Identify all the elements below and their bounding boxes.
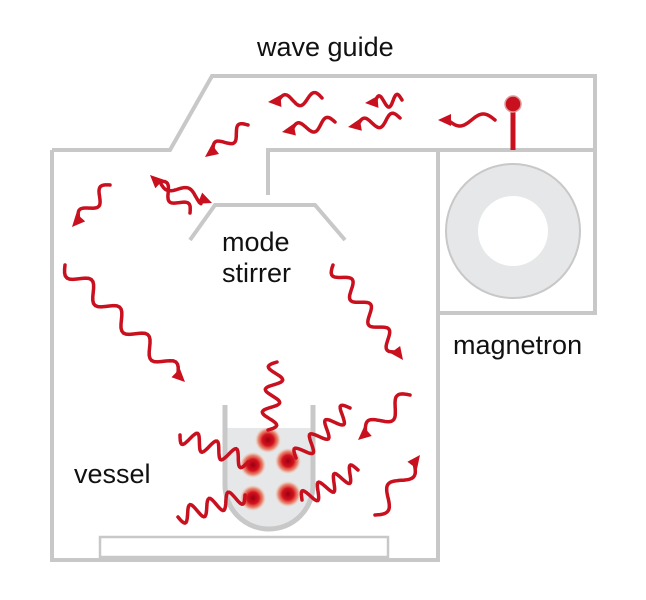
microwave-path [76,183,112,222]
microwave-path [446,112,497,128]
chamber-walls [50,150,440,562]
vessel-label: vessel [74,459,151,489]
microwave-path [260,360,285,432]
mode-stirrer [188,203,347,242]
microwave-path [292,403,352,460]
arrowhead-icon [407,455,420,469]
microwave-path [373,461,418,517]
antenna [504,95,522,150]
arrowhead-icon [390,345,403,360]
microwave-path [373,92,404,109]
arrowhead-icon [438,114,451,126]
arrowhead-icon [150,175,164,189]
microwave-path [211,121,250,153]
microwave-path [356,111,402,130]
outer-housing [52,74,597,315]
microwave-path [276,90,324,108]
arrowhead-icon [365,95,379,108]
mode-stirrer-label-line2: stirrer [222,258,291,288]
microwave-path [363,392,412,436]
apparatus-outline [50,74,597,562]
molecule-dot [240,485,266,511]
wave-guide-label: wave guide [257,32,394,62]
microwave-path [176,490,247,525]
microwaves [62,90,497,525]
arrowhead-icon [171,368,185,382]
molecule-dot [275,448,301,474]
arrowhead-icon [348,118,362,131]
arrowhead-icon [72,213,86,227]
molecule-dot [255,427,281,453]
microwave-path [299,463,360,503]
heated-molecules [240,427,301,511]
microwave-path [178,431,250,470]
microwave-path [290,115,337,134]
arrowhead-icon [205,144,220,157]
magnetron-label: magnetron [453,330,583,360]
microwave-path [155,179,192,215]
waveguide-inner-wall [266,148,595,195]
mode-stirrer-label-line1: mode [222,227,290,257]
arrowhead-icon [282,123,296,136]
turntable-plate [98,535,390,559]
microwave-path [329,263,399,354]
molecule-dot [240,452,266,478]
arrowhead-icon [197,192,212,204]
magnetron [445,163,581,299]
molecule-dot [275,481,301,507]
microwave-path [158,180,203,206]
microwave-path [62,263,180,377]
arrowhead-icon [268,95,282,108]
arrowhead-icon [358,426,372,440]
